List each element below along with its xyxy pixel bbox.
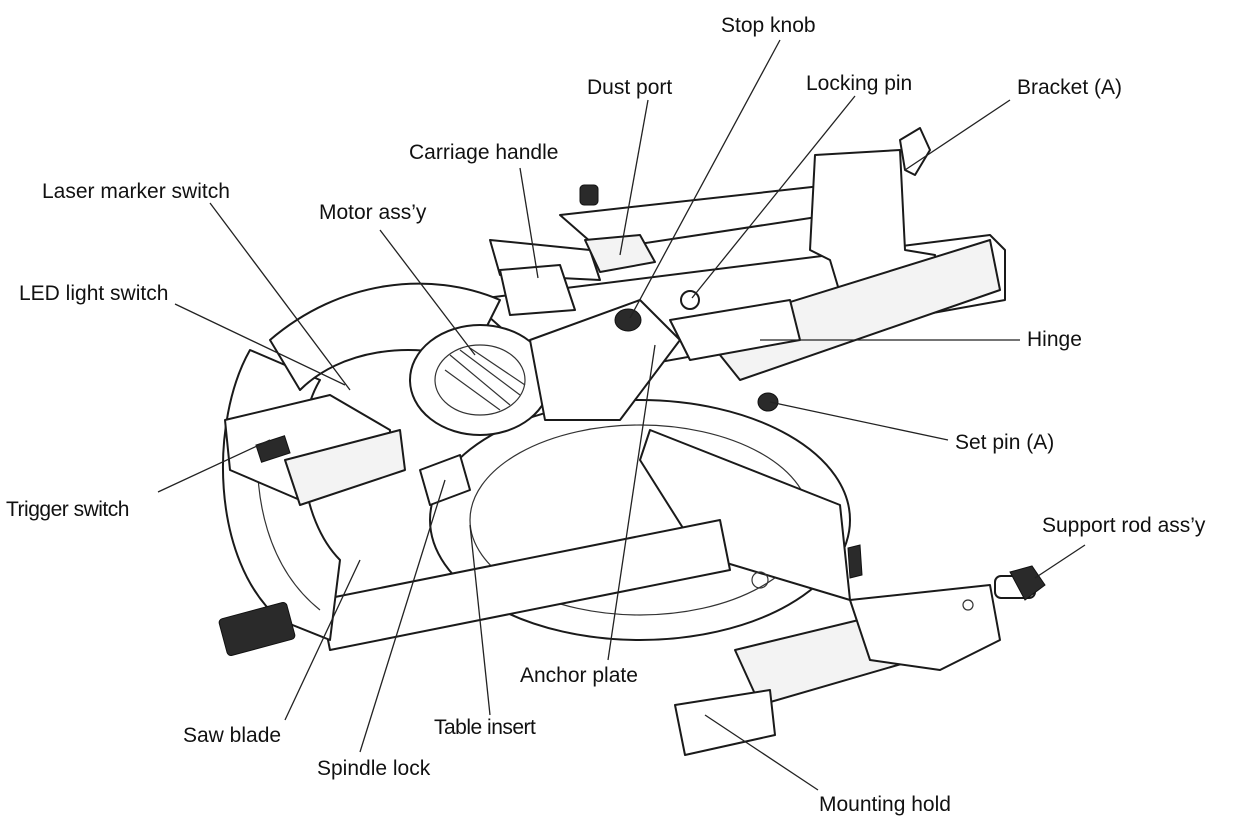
bracket-a-tab [899,127,931,176]
leader-support-rod [1034,544,1086,579]
leader-dust-port [619,99,649,256]
label-table-insert: Table insert [434,716,536,739]
label-saw-blade: Saw blade [183,724,282,747]
label-trigger-switch: Trigger switch [6,498,129,521]
leader-led-switch [174,303,346,386]
leader-laser-switch [209,202,351,391]
mounting-foot [674,689,776,756]
label-support-rod-assy: Support rod ass’y [1042,514,1206,537]
leader-locking-pin [691,95,856,299]
upper-guard [269,282,501,391]
leader-table-insert [469,524,491,716]
leader-mounting-hold [704,714,819,791]
leader-set-pin [769,401,949,441]
label-set-pin-a: Set pin (A) [955,431,1055,454]
top-knob [579,184,599,206]
knob-right [847,544,863,579]
detail-screw-2 [962,599,974,611]
label-bracket-a: Bracket (A) [1017,76,1123,99]
label-laser-marker-switch: Laser marker switch [42,180,230,203]
label-mounting-hold: Mounting hold [819,793,951,816]
leader-stop-knob [629,39,781,319]
side-handle [218,601,296,657]
leader-anchor-plate [607,344,656,661]
rod-end [1009,565,1046,601]
leader-motor [379,229,476,356]
leader-carriage-handle [519,167,539,279]
leader-bracket-a [904,99,1011,171]
handle-grip [284,429,406,506]
table-arm [639,429,851,601]
leader-trigger [157,439,271,493]
set-pin-shape [757,392,779,412]
detail-screw [751,571,769,589]
label-led-light-switch: LED light switch [19,282,169,305]
stop-knob-shape [614,308,642,332]
extension-body [849,584,1001,671]
label-spindle-lock: Spindle lock [317,757,431,780]
label-stop-knob: Stop knob [721,14,816,37]
leader-spindle-lock [359,479,446,753]
motor-vents [434,344,526,416]
label-locking-pin: Locking pin [806,72,913,95]
motor-ribs [444,347,526,411]
label-anchor-plate: Anchor plate [520,664,638,687]
label-dust-port: Dust port [587,76,673,99]
carriage-bar [499,264,576,316]
label-hinge: Hinge [1027,328,1082,351]
label-motor-assy: Motor ass’y [319,201,427,224]
label-carriage-handle: Carriage handle [409,141,559,164]
leader-saw-blade [284,559,361,721]
